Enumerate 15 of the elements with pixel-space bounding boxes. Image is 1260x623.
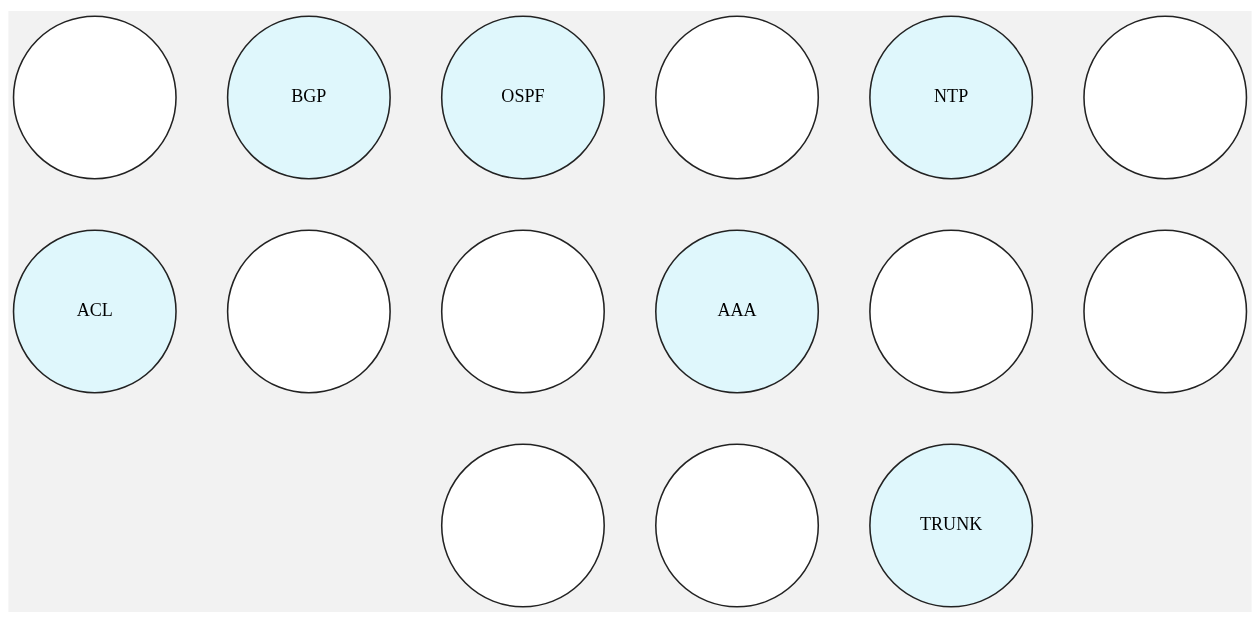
node-circle [869, 229, 1034, 394]
node-circle [655, 443, 820, 608]
node-circle: AAA [655, 229, 820, 394]
node-circle: NTP [869, 15, 1034, 180]
node-circle [655, 15, 820, 180]
node-circle [12, 15, 177, 180]
node-circle [226, 229, 391, 394]
node-circle: ACL [12, 229, 177, 394]
node-circle [1083, 15, 1248, 180]
node-circle: BGP [226, 15, 391, 180]
node-circle [440, 229, 605, 394]
node-circle: OSPF [440, 15, 605, 180]
node-circle: TRUNK [869, 443, 1034, 608]
node-circle [1083, 229, 1248, 394]
node-circle [440, 443, 605, 608]
